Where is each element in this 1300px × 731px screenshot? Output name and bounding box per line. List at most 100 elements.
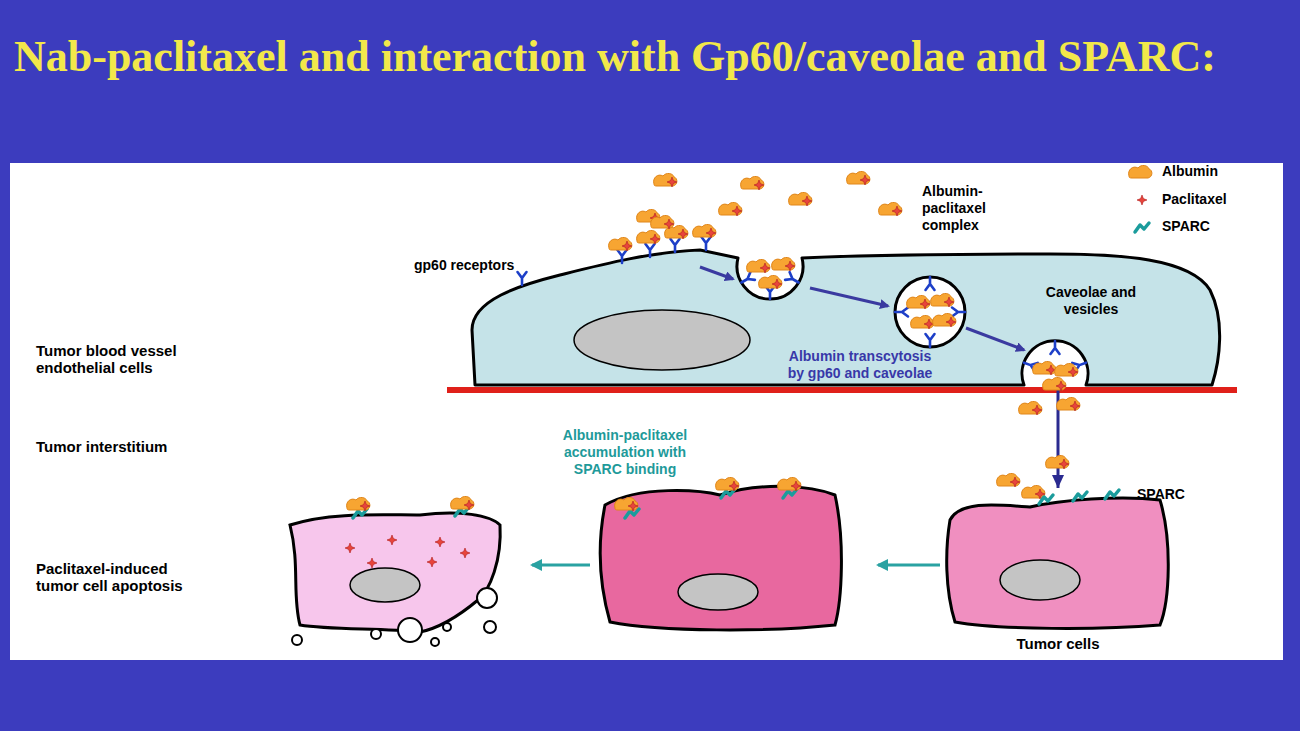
paclitaxel-molecule (678, 229, 688, 239)
albumin-paclitaxel-complex (997, 473, 1020, 487)
gp60-receptor (1072, 358, 1087, 371)
albumin-particle (907, 295, 930, 308)
albumin-paclitaxel-complex (1019, 401, 1042, 415)
gp60-receptor-shape (926, 277, 935, 290)
transcytosis-arrow (700, 267, 733, 279)
legend-label: SPARC (1162, 218, 1210, 235)
albumin-paclitaxel-complex (1046, 455, 1069, 469)
gp60-receptor-shape (671, 239, 680, 252)
albumin-particle (615, 497, 638, 510)
albumin-paclitaxel-complex (1043, 377, 1066, 391)
gp60-receptor (895, 308, 908, 317)
albumin-particle (778, 477, 801, 490)
albumin-paclitaxel-complex (665, 225, 688, 239)
gp60-receptor-shape (618, 250, 627, 263)
gp60-receptor (1051, 341, 1060, 354)
albumin-paclitaxel-complex (772, 257, 795, 271)
tumor-cell: Tumor cells (943, 488, 1173, 630)
albumin-particle (931, 293, 954, 306)
paclitaxel-molecule (427, 557, 437, 567)
paclitaxel-molecule (435, 537, 445, 547)
albumin-paclitaxel-complex (789, 192, 812, 206)
caveolar-vesicle (895, 277, 965, 347)
basement-membrane (447, 387, 1237, 393)
paclitaxel-molecule (345, 543, 355, 553)
albumin-particle (911, 315, 934, 328)
albumin-particle (847, 171, 870, 184)
legend-symbol (1129, 165, 1152, 178)
paclitaxel-molecule (944, 297, 954, 307)
albumin-paclitaxel-complex (747, 259, 770, 273)
albumin-paclitaxel-complex (1033, 361, 1056, 375)
albumin-particle (741, 176, 764, 189)
gp60-receptor-shape (926, 334, 935, 347)
progression-arrow (532, 564, 590, 567)
albumin-particle (772, 257, 795, 270)
legend-label: Albumin (1162, 163, 1218, 180)
albumin-particle (1033, 361, 1056, 374)
albumin-particle (719, 202, 742, 215)
paclitaxel-molecule (1068, 367, 1078, 377)
paclitaxel-molecule (628, 501, 638, 511)
albumin-paclitaxel-complex (907, 295, 930, 309)
gp60-receptor-shape (518, 272, 527, 285)
albumin-paclitaxel-complex (933, 313, 956, 327)
paclitaxel-molecule (387, 535, 397, 545)
sparc-protein (783, 489, 797, 498)
paclitaxel-molecule (924, 319, 934, 329)
paclitaxel-molecule (367, 558, 377, 568)
transcytosis-arrow (966, 328, 1024, 350)
node-label: Caveolae and vesicles (1045, 284, 1137, 318)
sparc-protein (721, 489, 735, 498)
apoptotic-bodies (292, 588, 497, 646)
gp60-receptor (739, 272, 755, 286)
connector-line (1057, 390, 1060, 488)
gp60-receptor (518, 272, 527, 285)
albumin-particle (651, 215, 674, 228)
albumin-paclitaxel-complex (637, 230, 660, 244)
albumin-particle (693, 224, 716, 237)
gp60-receptor (1022, 358, 1037, 371)
gp60-receptor-shape (1051, 341, 1060, 354)
paclitaxel-molecule (360, 501, 370, 511)
gp60-receptor-shape (646, 244, 655, 257)
paclitaxel-molecule (1046, 365, 1056, 375)
legend-label: Paclitaxel (1162, 191, 1227, 208)
gp60-receptor (671, 239, 680, 252)
albumin-paclitaxel-complex (615, 497, 638, 511)
albumin-particle (997, 473, 1020, 486)
cell-nucleus (350, 568, 420, 602)
tumor-cell-binding (600, 486, 841, 630)
albumin-paclitaxel-complex (451, 496, 474, 510)
paclitaxel-molecule (860, 175, 870, 185)
albumin-particle (609, 237, 632, 250)
sparc-protein (1073, 492, 1087, 501)
albumin-particle (747, 259, 770, 272)
paclitaxel-molecule (732, 206, 742, 216)
gp60-receptor-shape (1072, 358, 1087, 371)
paclitaxel-molecule (667, 177, 677, 187)
paclitaxel-molecule (1056, 381, 1066, 391)
annotation-label: Tumor interstitium (36, 438, 167, 455)
albumin-particle (451, 496, 474, 509)
albumin-paclitaxel-complex (716, 477, 739, 491)
albumin-paclitaxel-complex (651, 215, 674, 229)
transcytosis-arrow (810, 288, 888, 306)
gp60-receptor (785, 272, 801, 286)
albumin-paclitaxel-complex (911, 315, 934, 329)
annotation-label: gp60 receptors (414, 257, 514, 274)
paclitaxel-molecule (785, 261, 795, 271)
albumin-particle (1055, 363, 1078, 376)
albumin-paclitaxel-complex (759, 275, 782, 289)
node-text: Albumin transcytosis by gp60 and caveola… (780, 348, 940, 382)
albumin-particle (716, 477, 739, 490)
albumin-paclitaxel-complex (847, 171, 870, 185)
albumin-paclitaxel-complex (637, 209, 660, 223)
albumin-paclitaxel-complex (719, 202, 742, 216)
albumin-paclitaxel-complex (1022, 485, 1045, 499)
albumin-particle (347, 497, 370, 510)
paclitaxel-molecule (1032, 405, 1042, 415)
gp60-receptor-shape (1022, 358, 1037, 371)
gp60-receptor-shape (739, 272, 755, 286)
